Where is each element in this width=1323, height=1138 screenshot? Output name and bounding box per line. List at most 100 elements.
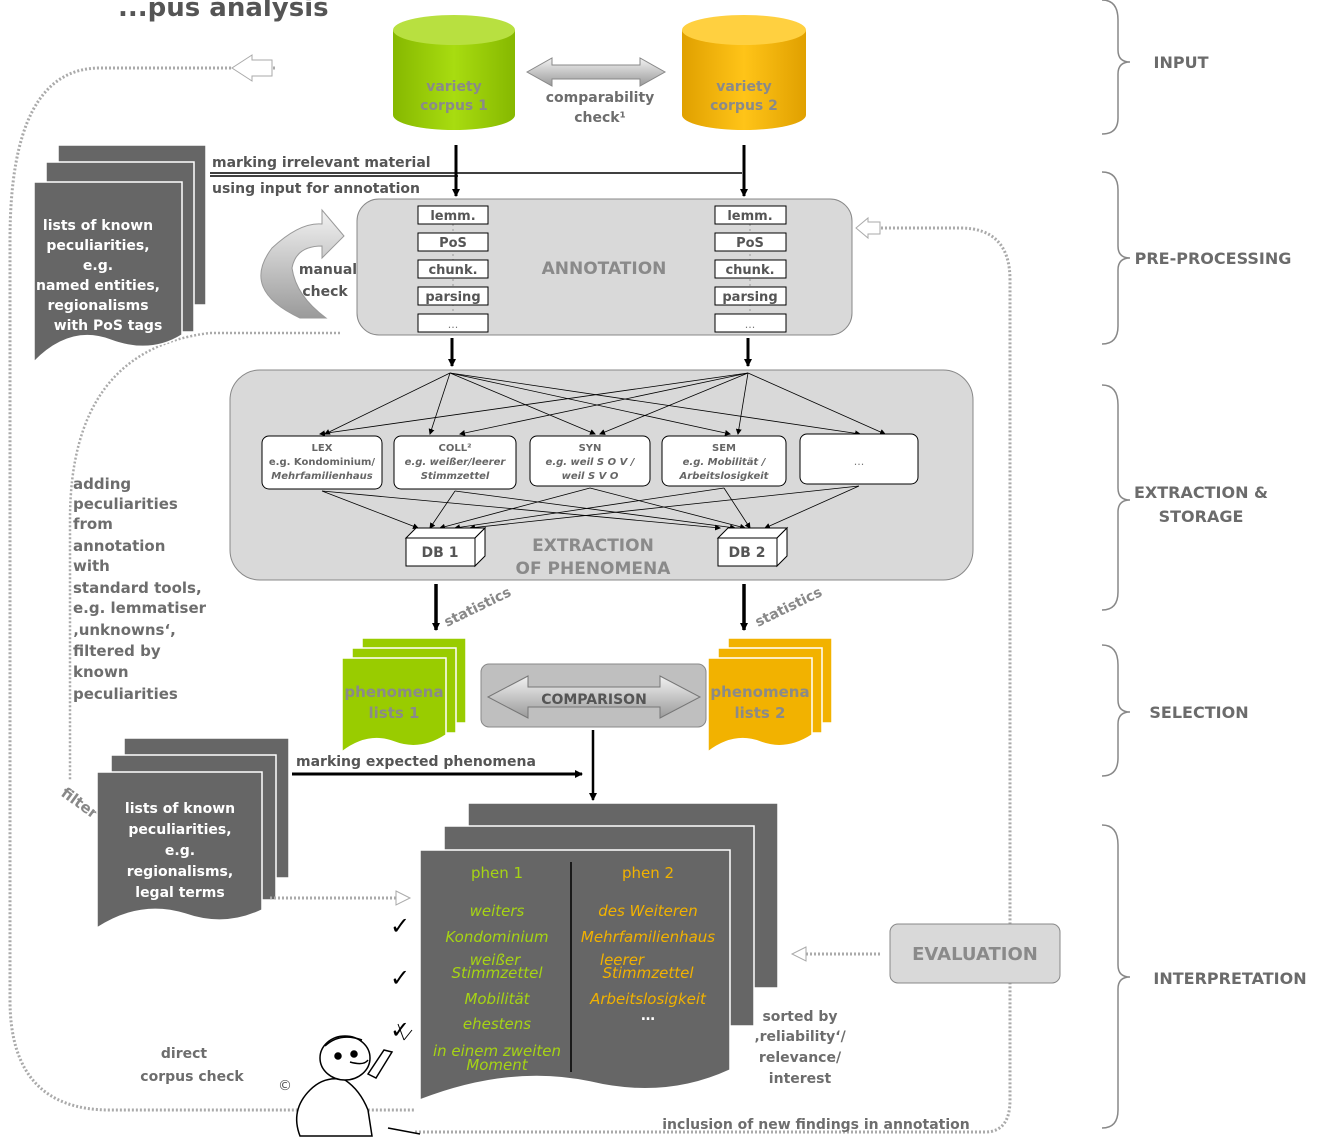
known-lists-to-result-arrowhead — [395, 890, 412, 906]
svg-text:Mehrfamilienhaus: Mehrfamilienhaus — [581, 928, 715, 946]
svg-text:regionalisms,: regionalisms, — [127, 864, 233, 880]
svg-text:Stimmzettel: Stimmzettel — [421, 471, 490, 482]
annotation-label: ANNOTATION — [542, 259, 667, 279]
svg-text:peculiarities: peculiarities — [73, 495, 178, 513]
cartoon-figure — [295, 1023, 421, 1137]
corpus-2-cylinder: variety corpus 2 — [682, 15, 806, 130]
svg-text:...: ... — [854, 455, 865, 468]
svg-text:e.g.: e.g. — [83, 258, 113, 274]
category-more: ... — [799, 433, 919, 485]
evaluation-arrowhead — [790, 946, 807, 962]
direct-check-2: corpus check — [140, 1069, 244, 1085]
step-more-2: ... — [745, 318, 756, 331]
svg-text:e.g. Mobilität /: e.g. Mobilität / — [683, 457, 767, 468]
svg-text:peculiarities,: peculiarities, — [128, 822, 231, 838]
svg-text:corpus 2: corpus 2 — [710, 98, 778, 114]
step-chunk-1: chunk. — [428, 263, 477, 278]
svg-text:DB 1: DB 1 — [422, 545, 459, 561]
checkmark-1: ✓ — [390, 912, 410, 940]
adding-loop — [68, 331, 340, 780]
comparison-double-arrow — [486, 675, 702, 719]
extraction-label-1: EXTRACTION — [532, 536, 654, 556]
svg-text:phenomena: phenomena — [710, 683, 809, 701]
manual-check-label-2: check — [302, 284, 348, 300]
step-lemm-2: lemm. — [727, 209, 772, 224]
db1-box: DB 1 — [404, 526, 487, 568]
svg-text:e.g. weil S O V /: e.g. weil S O V / — [546, 457, 636, 468]
inclusion-loop — [415, 226, 1012, 1134]
phenomena-lists-2-stack: phenomena lists 2 — [707, 637, 833, 754]
svg-text:corpus 1: corpus 1 — [420, 98, 488, 114]
category-sem: SEM e.g. Mobilität / Arbeitslosigkeit — [661, 435, 787, 487]
known-lists-top-stack: lists of known peculiarities, e.g. named… — [33, 144, 207, 364]
stage-preprocessing: PRE-PROCESSING — [1135, 249, 1292, 268]
svg-text:regionalisms: regionalisms — [47, 298, 148, 314]
inclusion-loop-arrowhead — [855, 216, 881, 240]
statistics-label-2: statistics — [753, 584, 825, 630]
svg-text:lists of known: lists of known — [125, 801, 235, 817]
sorted-by-2: ‚reliability‘/ — [754, 1029, 846, 1045]
svg-text:lists 1: lists 1 — [369, 704, 420, 722]
stage-interpretation: INTERPRETATION — [1153, 969, 1306, 988]
svg-text:e.g. weißer/leerer: e.g. weißer/leerer — [405, 457, 507, 468]
result-document-stack — [419, 802, 779, 1102]
annotation-steps-right: lemm. PoS chunk. parsing ... — [714, 205, 787, 333]
marking-irrelevant-label: marking irrelevant material — [212, 155, 431, 171]
svg-text:Stimmzettel: Stimmzettel — [602, 964, 694, 982]
step-pos-2: PoS — [736, 236, 764, 251]
stage-extraction: EXTRACTION & — [1134, 483, 1268, 502]
svg-text:from: from — [73, 515, 113, 533]
svg-text:standard tools,: standard tools, — [73, 579, 202, 597]
svg-text:Mehrfamilienhaus: Mehrfamilienhaus — [271, 471, 372, 482]
svg-text:‚unknowns‘,: ‚unknowns‘, — [73, 621, 176, 639]
svg-text:in einem zweiten: in einem zweiten — [433, 1042, 561, 1060]
svg-text:peculiarities,: peculiarities, — [46, 238, 149, 254]
svg-text:Stimmzettel: Stimmzettel — [451, 964, 543, 982]
svg-text:with PoS tags: with PoS tags — [54, 318, 163, 334]
step-more-1: ... — [448, 318, 459, 331]
svg-text:leerer: leerer — [600, 951, 645, 969]
stage-input: INPUT — [1154, 53, 1209, 72]
svg-text:with: with — [73, 557, 110, 575]
svg-text:lists of known: lists of known — [43, 218, 153, 234]
corpus-1-cylinder: variety corpus 1 — [393, 15, 515, 130]
step-parsing-2: parsing — [722, 290, 777, 305]
svg-text:LEX: LEX — [312, 443, 333, 454]
filter-label: filter — [58, 784, 102, 823]
svg-text:named entities,: named entities, — [36, 278, 160, 294]
extraction-label-2: OF PHENOMENA — [516, 559, 672, 579]
phen1-header: phen 1 — [471, 864, 523, 882]
feedback-loop-arrowhead — [231, 54, 273, 82]
svg-text:…: … — [641, 1008, 655, 1024]
inclusion-label: inclusion of new findings in annotation — [662, 1117, 970, 1133]
manual-check-label-1: manual — [299, 262, 357, 278]
svg-text:…: … — [490, 1071, 504, 1087]
svg-text:peculiarities: peculiarities — [73, 685, 178, 703]
using-input-label: using input for annotation — [212, 181, 420, 197]
svg-text:adding: adding — [73, 475, 131, 493]
svg-text:SEM: SEM — [712, 443, 736, 454]
svg-text:annotation: annotation — [73, 537, 165, 555]
svg-text:phenomena: phenomena — [344, 683, 443, 701]
svg-text:legal terms: legal terms — [135, 885, 224, 901]
svg-text:weißer: weißer — [470, 951, 521, 969]
checkmark-2: ✓ — [390, 964, 410, 992]
comparability-double-arrow — [525, 57, 667, 87]
svg-text:DB 2: DB 2 — [729, 545, 766, 561]
phen2-list: des Weiteren Mehrfamilienhaus leerer Sti… — [581, 902, 715, 1024]
step-lemm-1: lemm. — [430, 209, 475, 224]
statistics-label-1: statistics — [442, 584, 514, 630]
category-syn: SYN e.g. weil S O V / weil S V O — [529, 435, 651, 487]
comparability-label-1: comparability — [546, 90, 655, 106]
stage-storage: STORAGE — [1159, 507, 1244, 526]
sorted-by-4: interest — [769, 1071, 832, 1087]
marking-expected-label: marking expected phenomena — [296, 754, 536, 770]
svg-text:Kondominium: Kondominium — [445, 928, 548, 946]
converge-arrows — [321, 485, 860, 531]
svg-text:Moment: Moment — [466, 1056, 528, 1074]
stage-selection: SELECTION — [1149, 703, 1248, 722]
svg-text:weiters: weiters — [470, 902, 525, 920]
svg-text:variety: variety — [426, 79, 482, 95]
category-lex: LEX e.g. Kondominium/ Mehrfamilienhaus — [261, 435, 383, 490]
